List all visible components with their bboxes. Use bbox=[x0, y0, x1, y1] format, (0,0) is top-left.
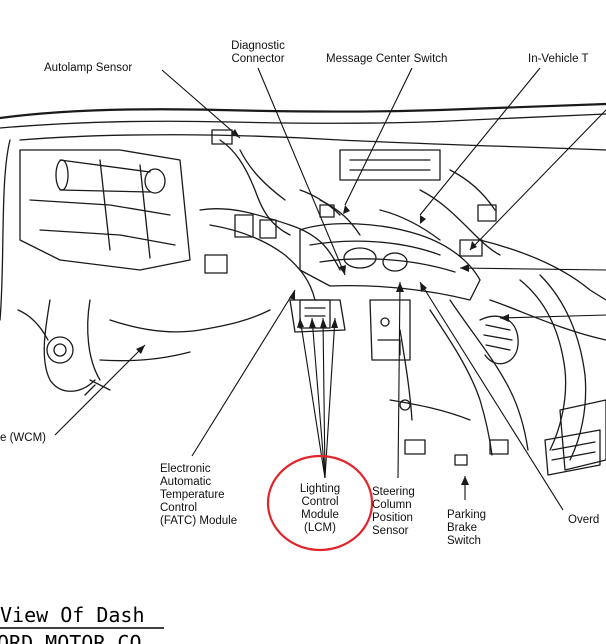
label-fatc-module: Electronic Automatic Temperature Control… bbox=[160, 463, 237, 527]
lcm-highlight-circle bbox=[266, 454, 374, 552]
label-in-vehicle: In-Vehicle T bbox=[528, 53, 589, 65]
label-lcm: Lighting Control Module (LCM) bbox=[300, 483, 340, 534]
label-wcm: e (WCM) bbox=[0, 432, 46, 444]
label-fatc-line2: Automatic bbox=[160, 476, 211, 488]
leader-arrowheads bbox=[136, 129, 509, 485]
label-scp-line2: Column bbox=[372, 499, 412, 511]
label-scp-line3: Position bbox=[372, 512, 413, 524]
label-scp-line4: Sensor bbox=[372, 525, 409, 537]
label-fatc-line3: Temperature bbox=[160, 489, 225, 501]
label-fatc-line4: Control bbox=[160, 502, 197, 514]
caption-title: View Of Dash bbox=[0, 603, 145, 627]
label-parking-brake-switch: Parking Brake Switch bbox=[447, 509, 486, 547]
label-lcm-line2: Control bbox=[301, 496, 338, 508]
label-pb-line3: Switch bbox=[447, 535, 481, 547]
label-diagnostic-line1: Diagnostic bbox=[231, 40, 285, 52]
label-fatc-line1: Electronic bbox=[160, 463, 211, 475]
label-overdrive: Overd bbox=[568, 514, 599, 526]
label-scp-line1: Steering bbox=[372, 486, 415, 498]
label-message-center-switch: Message Center Switch bbox=[326, 53, 447, 65]
leader-lines bbox=[54, 67, 606, 511]
caption-source: ORD MOTOR CO bbox=[0, 631, 142, 644]
label-diagnostic-line2: Connector bbox=[231, 53, 284, 65]
label-lcm-line3: Module bbox=[301, 509, 339, 521]
label-pb-line2: Brake bbox=[447, 522, 477, 534]
label-lcm-line1: Lighting bbox=[300, 483, 340, 495]
label-pb-line1: Parking bbox=[447, 509, 486, 521]
label-lcm-line4: (LCM) bbox=[304, 522, 336, 534]
label-autolamp-sensor: Autolamp Sensor bbox=[44, 62, 132, 74]
label-steering-column-position-sensor: Steering Column Position Sensor bbox=[372, 486, 415, 537]
dash-panel-artwork bbox=[0, 102, 606, 476]
label-fatc-line5: (FATC) Module bbox=[160, 515, 237, 527]
